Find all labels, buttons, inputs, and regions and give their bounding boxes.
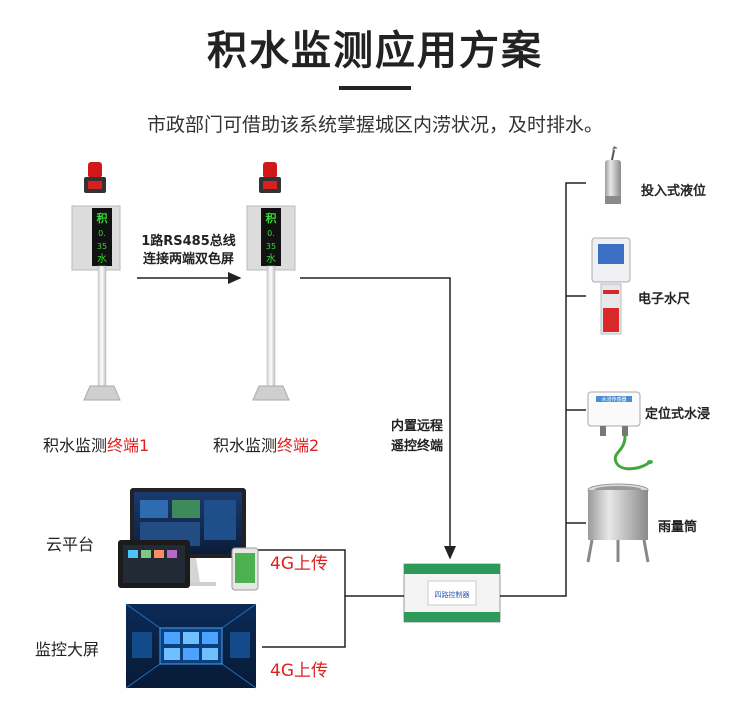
title-underline: [339, 86, 411, 90]
water-immersion-box-text: 水浸传感器: [601, 396, 626, 403]
water-immersion-sensor: 水浸传感器: [587, 391, 653, 471]
page-subtitle: 市政部门可借助该系统掌握城区内涝状况，及时排水。: [146, 114, 603, 136]
cloud-platform-devices: [118, 488, 259, 591]
terminal-to-controller-line: [300, 277, 456, 560]
terminal-1-pole: [71, 162, 121, 401]
terminal-1-label-suffix: 终端1: [107, 436, 150, 455]
controller-label-line2: 遥控终端: [390, 439, 443, 454]
svg-text:35: 35: [266, 242, 276, 251]
terminal-2-screen-text: 积 0. 35 水: [266, 211, 277, 265]
svg-text:积: 积: [97, 211, 108, 225]
terminal-2-label-suffix: 终端2: [277, 436, 320, 455]
sensor-label-rain-gauge: 雨量筒: [658, 520, 698, 535]
cloud-platform-label: 云平台: [46, 535, 95, 554]
uplink-line-bottom: [262, 596, 346, 648]
svg-text:水: 水: [97, 253, 107, 265]
svg-text:35: 35: [97, 242, 107, 251]
terminal-2-label-prefix: 积水监测: [213, 436, 278, 455]
uplink-label-top: 4G上传: [270, 554, 328, 574]
svg-text:0.: 0.: [267, 229, 275, 238]
terminal-1-label-prefix: 积水监测: [43, 436, 108, 455]
uplink-label-bottom: 4G上传: [270, 661, 328, 681]
terminal-1-label: 积水监测终端1: [43, 432, 149, 456]
svg-text:0.: 0.: [98, 229, 106, 238]
rs485-link-line2: 连接两端双色屏: [142, 252, 234, 267]
sensor-label-immersion: 定位式水浸: [645, 407, 711, 422]
rain-gauge: [586, 483, 650, 563]
rs485-link-line1: 1路RS485总线: [141, 234, 236, 249]
uplink-line-top: [257, 549, 404, 597]
monitoring-wall: [125, 603, 257, 689]
terminal-2-pole: [246, 162, 296, 401]
electronic-water-ruler: [591, 237, 631, 335]
terminal-1-screen-text: 积 0. 35 水: [97, 211, 108, 265]
page-title: 积水监测应用方案: [207, 28, 543, 74]
monitoring-wall-label: 监控大屏: [35, 640, 100, 659]
controller-label: 内置远程 遥控终端: [384, 417, 450, 457]
sensor-label-submersible: 投入式液位: [641, 184, 707, 199]
sensor-bus-line: [500, 182, 586, 597]
controller-label-line1: 内置远程: [390, 419, 443, 434]
controller-device-text: 四路控制器: [435, 590, 470, 599]
rs485-link-label: 1路RS485总线 连接两端双色屏: [137, 233, 240, 269]
controller-device: 四路控制器: [403, 563, 501, 623]
sensor-label-water-ruler: 电子水尺: [638, 292, 691, 307]
svg-text:积: 积: [266, 211, 277, 225]
svg-text:水: 水: [266, 253, 276, 265]
terminal-2-label: 积水监测终端2: [213, 432, 319, 456]
submersible-level-sensor: [605, 146, 621, 204]
